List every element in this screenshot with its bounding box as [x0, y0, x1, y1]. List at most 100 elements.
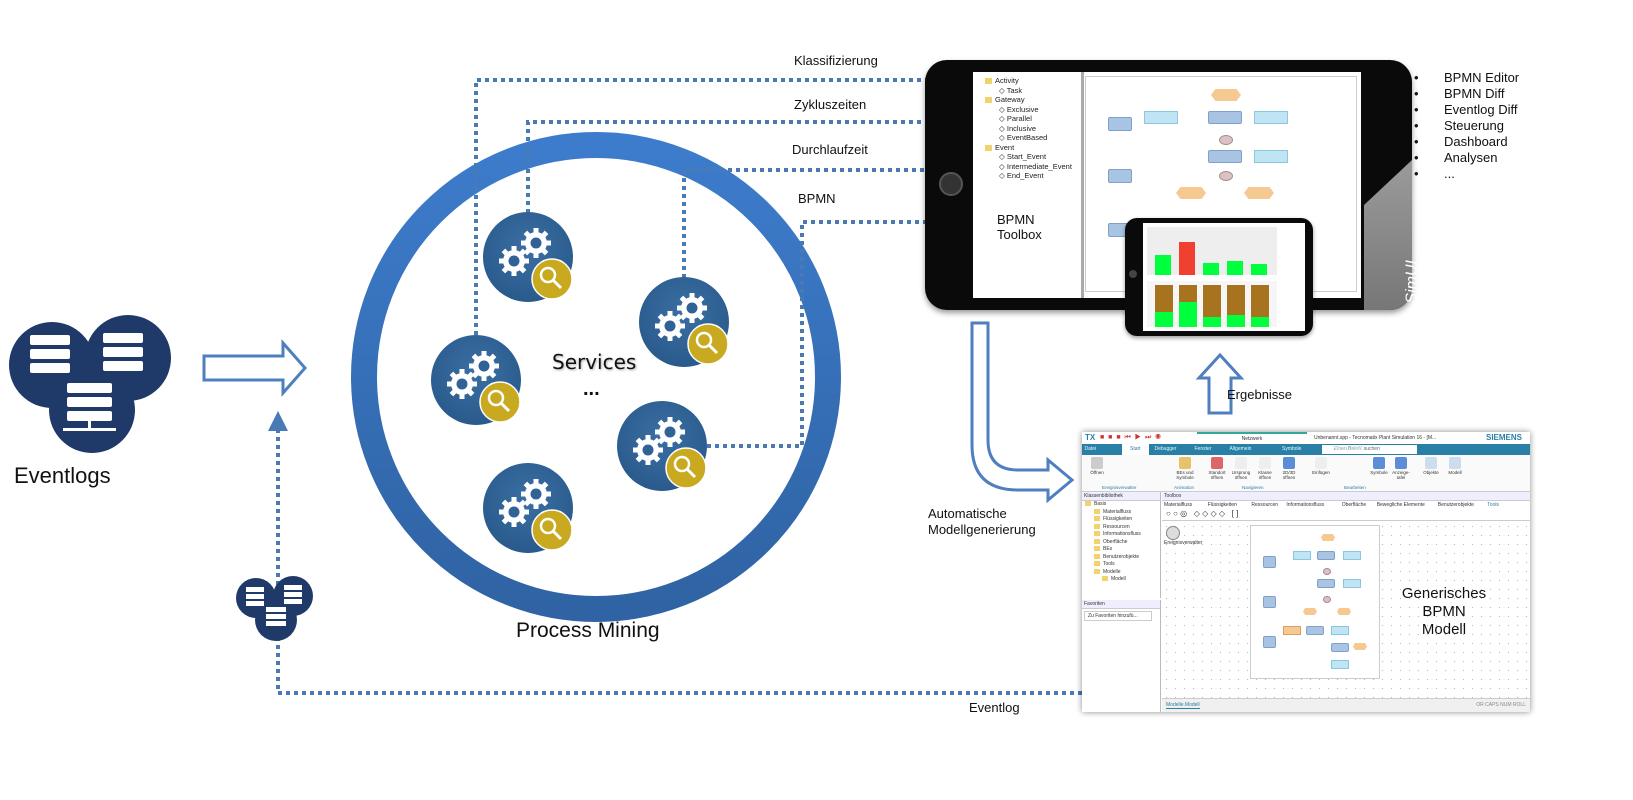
ribbon-button[interactable]: Einfügen	[1308, 457, 1334, 475]
dashboard-bar	[1179, 242, 1195, 275]
ribbon-group-label: Navigieren	[1242, 485, 1264, 490]
magnifier-icon	[531, 258, 573, 300]
gear-icon	[633, 435, 663, 465]
bpmn-information-node	[1293, 551, 1311, 560]
library-item[interactable]: Oberfläche	[1082, 539, 1160, 547]
feature-item: Analysen	[1414, 150, 1519, 166]
library-item[interactable]: Informationsfluss	[1082, 531, 1160, 539]
feature-item: Eventlog Diff	[1414, 102, 1519, 118]
bpmn-tree-item[interactable]: ◇ End_Event	[999, 171, 1044, 180]
gear-icon	[447, 369, 477, 399]
toolbox-tab[interactable]: Ressourcen	[1251, 502, 1279, 508]
ribbon-tab[interactable]: Datei	[1084, 446, 1097, 452]
bpmn-information-node	[1331, 660, 1349, 669]
toolbox-bpmn-shapes[interactable]: ○ ○ ◎ ◇ ◇ ◇ ◇ [ ]	[1166, 509, 1239, 518]
stopwatch-icon[interactable]	[1166, 526, 1180, 540]
toolbox-tab[interactable]: Materialfluss	[1164, 502, 1193, 508]
library-item[interactable]: Tools	[1082, 561, 1160, 569]
bpmn-information-node	[1144, 111, 1178, 124]
ribbon-tab[interactable]: Allgemein	[1229, 446, 1252, 452]
bpmn-tree-item[interactable]: ◇ Task	[999, 85, 1023, 95]
bpmn-tree-item[interactable]: ◇ Exclusive	[999, 104, 1039, 114]
modellgenerierung-arrow	[970, 321, 1075, 504]
label-bpmn: BPMN	[798, 191, 836, 206]
bpmn-tree-item[interactable]: ◇ EventBased	[999, 133, 1048, 142]
toolbox-tab[interactable]: Flüssigkeiten	[1207, 502, 1237, 508]
bpmn-tree-item[interactable]: ◇ Parallel	[999, 114, 1032, 123]
feature-item: Dashboard	[1414, 134, 1519, 150]
label-klassifizierung: Klassifizierung	[794, 53, 878, 68]
toolbox-tab[interactable]: Tools	[1487, 502, 1499, 508]
add-favorite-button[interactable]: Zu Favoriten hinzufü...	[1084, 611, 1152, 621]
ribbon-button[interactable]: Standort öffnen	[1204, 457, 1230, 480]
bpmn-tree-item[interactable]: Event	[985, 143, 1072, 153]
ribbon-group-label: Animation	[1174, 485, 1195, 490]
label-durchlaufzeit: Durchlaufzeit	[792, 142, 868, 157]
ribbon-button[interactable]: BEs und Symbole	[1172, 457, 1198, 480]
ribbon-tab[interactable]: Symbole	[1282, 446, 1302, 452]
connector-bpmn	[707, 212, 989, 448]
connector-zykluszeiten	[526, 112, 989, 213]
bpmn-event-node	[1244, 187, 1274, 199]
context-tab[interactable]: Netzwerk	[1197, 432, 1307, 446]
generated-bpmn-diagram	[1250, 525, 1380, 679]
dashboard-stacked-bar	[1227, 285, 1245, 327]
toolbox-tab[interactable]: Informationsfluss	[1286, 502, 1325, 508]
dashboard-stacked-bar	[1251, 285, 1269, 327]
library-item[interactable]: BEs	[1082, 546, 1160, 554]
bpmn-tree-item[interactable]: ◇ Inclusive	[999, 123, 1037, 133]
bpmn-information-node	[1331, 626, 1349, 635]
library-item[interactable]: Ressourcen	[1082, 524, 1160, 532]
gear-icon	[655, 311, 685, 341]
bpmn-function-node	[1317, 551, 1335, 560]
library-item[interactable]: Benutzerobjekte	[1082, 554, 1160, 562]
ribbon-button[interactable]: 2D/3D öffnen	[1276, 457, 1302, 480]
dashboard-bar	[1155, 255, 1171, 275]
ribbon-button[interactable]: Anzeige-tafel	[1388, 457, 1414, 480]
bpmn-tree-item[interactable]: Gateway	[985, 95, 1072, 105]
library-item[interactable]: Basis	[1082, 501, 1160, 509]
ribbon-button-icon	[1211, 457, 1223, 469]
dashboard-stacked-chart	[1147, 281, 1277, 327]
bpmn-tree-item[interactable]: ◇ Intermediate_Event	[999, 161, 1072, 171]
ribbon-tab[interactable]: Vektorgrafiken	[1332, 446, 1364, 452]
ribbon-button[interactable]: Objekte	[1418, 457, 1444, 475]
folder-icon	[985, 97, 992, 104]
command-search-input[interactable]: Einen Befehl suchen	[1322, 445, 1417, 454]
library-item[interactable]: Flüssigkeiten	[1082, 516, 1160, 524]
folder-icon	[985, 78, 992, 85]
library-item[interactable]: Materialfluss	[1082, 509, 1160, 517]
ribbon-button[interactable]: Symbole	[1366, 457, 1392, 475]
service-icon	[483, 463, 573, 553]
bpmn-tree-item[interactable]: ◇ Start_Event	[999, 152, 1047, 161]
library-item[interactable]: Modelle	[1082, 569, 1160, 577]
dashboard-screen	[1143, 223, 1305, 331]
ribbon-button[interactable]: Modell	[1442, 457, 1468, 475]
bpmn-shape-icon: ◇	[999, 171, 1007, 180]
ribbon-button[interactable]: Ursprung öffnen	[1228, 457, 1254, 480]
quick-access-icons[interactable]: ■ ■ ■ ⏮ ▶ ⏭ ◉	[1100, 434, 1162, 441]
model-canvas[interactable]: Ereignisverwalter	[1162, 522, 1530, 698]
label-eventlog: Eventlog	[969, 700, 1020, 715]
connector-klassifizierung	[474, 70, 989, 335]
toolbox-tab[interactable]: Oberfläche	[1341, 502, 1367, 508]
toolbox-tab[interactable]: Benutzerobjekte	[1437, 502, 1474, 508]
ribbon-button[interactable]: Öffnen	[1084, 457, 1110, 475]
dashboard-stacked-segment	[1203, 316, 1221, 327]
bpmn-tree-item[interactable]: Activity	[985, 76, 1072, 86]
library-item[interactable]: Modell	[1082, 576, 1160, 584]
ribbon-tab[interactable]: Start	[1122, 444, 1149, 455]
dashboard-phone	[1125, 218, 1313, 336]
bpmn-shape-icon: ◇	[999, 123, 1007, 133]
ribbon-tab[interactable]: Fenster	[1194, 446, 1212, 452]
bpmn-information-node	[1343, 551, 1361, 560]
ribbon-tab[interactable]: Debugger	[1154, 446, 1177, 452]
toolbox-tab[interactable]: Bewegliche Elemente	[1376, 502, 1425, 508]
bpmn-toolbox-title: BPMN Toolbox	[997, 212, 1042, 242]
ribbon-button[interactable]: Klasse öffnen	[1252, 457, 1278, 480]
ribbon-group-label: Ereignisverwalter	[1102, 485, 1137, 490]
model-tab[interactable]: Modelle.Modell	[1166, 702, 1200, 709]
